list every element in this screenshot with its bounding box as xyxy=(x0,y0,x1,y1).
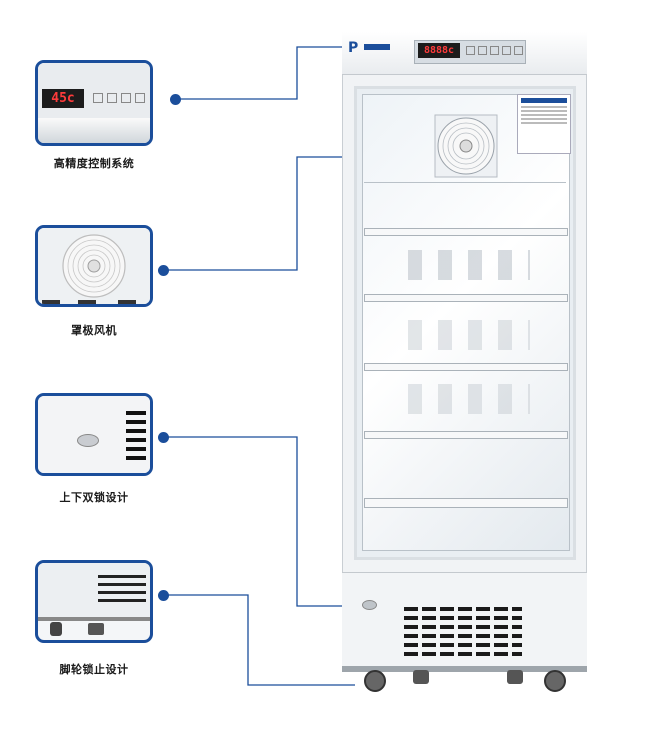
info-label xyxy=(517,94,571,154)
caster-wheel-icon xyxy=(50,622,62,636)
brand-logo: P xyxy=(348,40,359,56)
thumb-control-system: 45c xyxy=(35,60,153,146)
lower-compartment xyxy=(342,572,587,671)
shelf xyxy=(364,431,568,439)
lock-icon xyxy=(77,434,99,447)
fridge-control-buttons xyxy=(466,46,523,56)
connector-lock xyxy=(163,436,358,607)
fridge-temperature-display: 8888c xyxy=(418,43,460,58)
fridge-fan-icon xyxy=(434,114,498,178)
thumb-fan xyxy=(35,225,153,307)
thumb-temperature-display: 45c xyxy=(42,89,84,108)
caption-fan: 罩极风机 xyxy=(71,324,117,337)
caster-wheel-icon xyxy=(364,670,386,692)
thumb-lock xyxy=(35,393,153,476)
thumb-vent-grid xyxy=(98,575,146,602)
thumb-control-buttons xyxy=(93,91,149,105)
callout-dot-lock xyxy=(158,432,169,443)
refrigerator: P 8888c xyxy=(342,32,587,672)
caption-control-system: 高精度控制系统 xyxy=(53,157,135,170)
fridge-vent-grid xyxy=(404,607,522,656)
vent-slots xyxy=(126,411,146,460)
caption-caster: 脚轮锁止设计 xyxy=(59,663,129,676)
thumb-caster xyxy=(35,560,153,643)
callout-dot-fan xyxy=(158,265,169,276)
connector-control xyxy=(175,46,345,100)
control-header: P 8888c xyxy=(342,32,587,75)
shelf xyxy=(364,363,568,371)
caption-lock: 上下双锁设计 xyxy=(59,491,129,504)
shelf xyxy=(364,294,568,302)
callout-dot-caster xyxy=(158,590,169,601)
fan-icon xyxy=(62,234,126,298)
shelf xyxy=(364,498,568,508)
caster-wheel-icon xyxy=(544,670,566,692)
leveling-foot-icon xyxy=(507,670,523,684)
leveling-foot-icon xyxy=(88,623,104,635)
shelf xyxy=(364,228,568,236)
callout-dot-control xyxy=(170,94,181,105)
fridge-lock-icon xyxy=(362,600,377,610)
leveling-foot-icon xyxy=(413,670,429,684)
connector-caster xyxy=(163,594,355,686)
